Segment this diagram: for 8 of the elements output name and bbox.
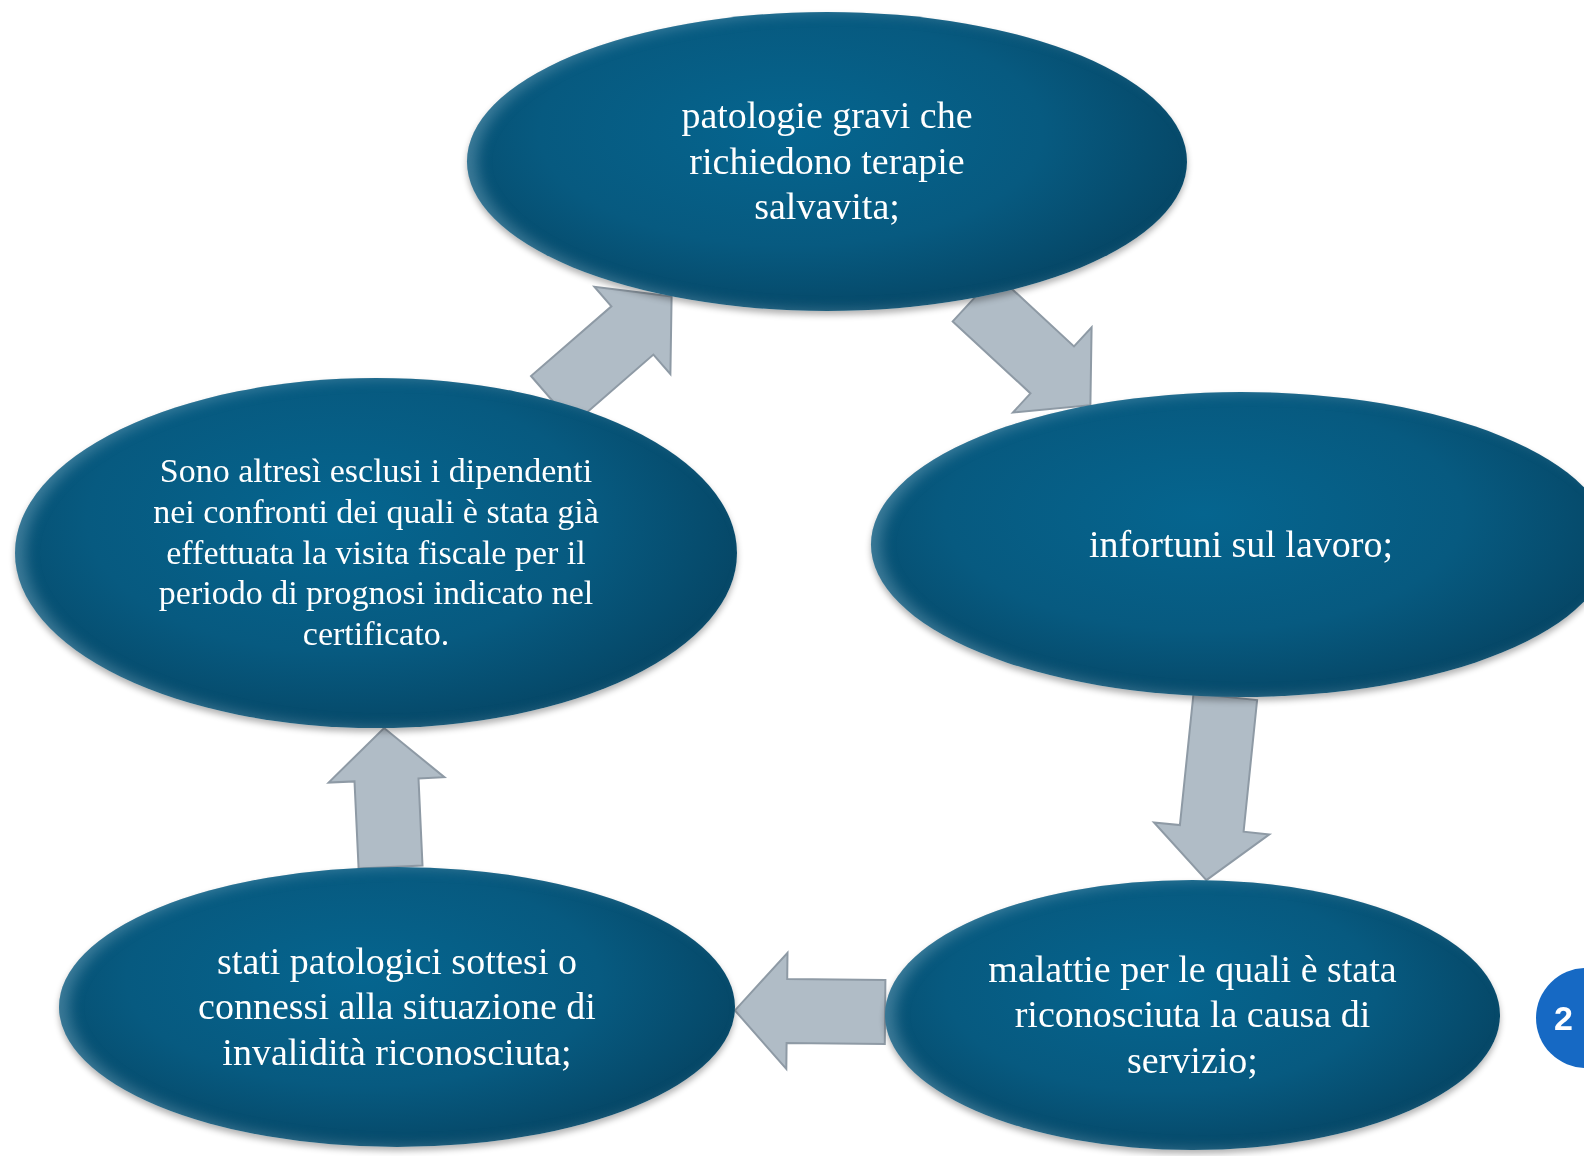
node-text: stati patologici sottesi o connessi alla situazione di invalidità riconosciuta; [197, 938, 597, 1075]
node-text: patologie gravi che richiedono terapie salvavita; [680, 93, 974, 230]
page-number: 2 [1536, 968, 1584, 1068]
node-text: malattie per le quali è stata riconosciuta la causa di servizio; [987, 946, 1398, 1083]
node-text: infortuni sul lavoro; [1089, 521, 1393, 567]
block-arrow [733, 950, 887, 1072]
block-arrow [326, 726, 448, 870]
node-text: Sono altresì esclusi i dipendenti nei confronti dei quali è stata già effettuata la visita fiscale per il periodo di prognosi indicato nel certificato. [152, 451, 600, 655]
